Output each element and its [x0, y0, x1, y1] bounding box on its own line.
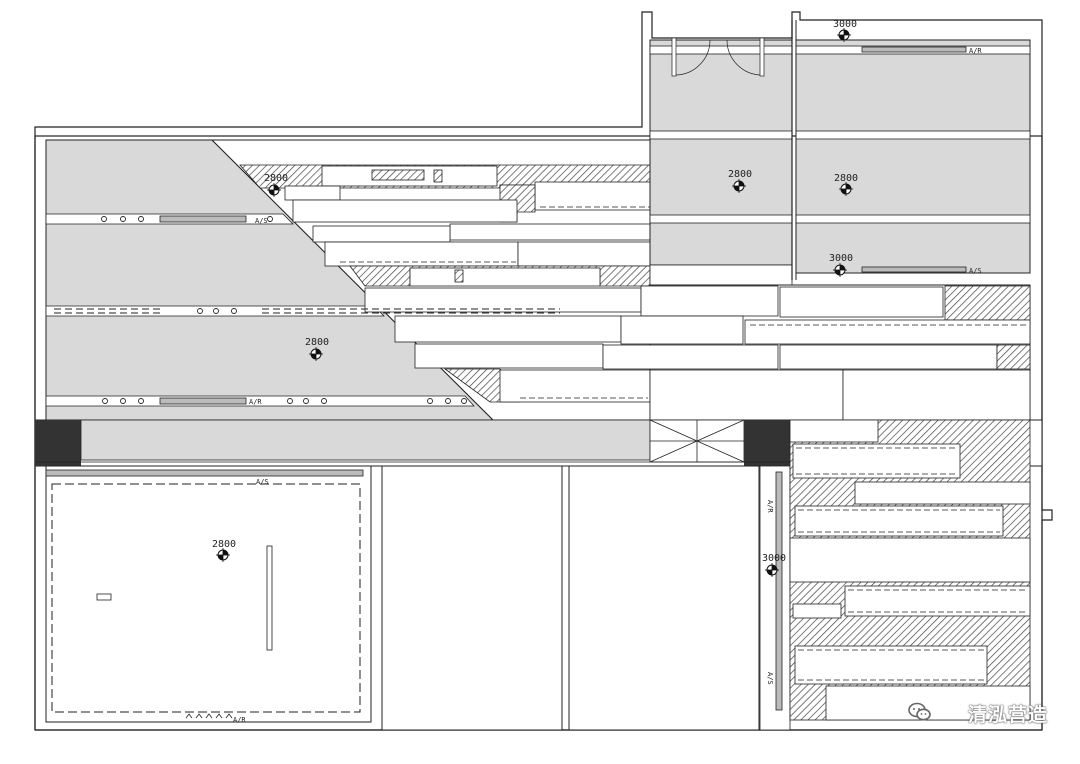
watermark-text: 清泓营造: [967, 704, 1048, 726]
lower-right-strip-zone: [759, 419, 1031, 731]
diffuser-label-ar-top-right: A/R: [969, 47, 982, 55]
diffuser-label-as-mid-right: A/S: [969, 267, 982, 275]
diffuser-label-ar-left-bottom: A/R: [249, 398, 262, 406]
linear-diffusers-left: [159, 215, 247, 405]
height-label-3000-mid: 3000: [829, 253, 853, 264]
lower-left-room: [45, 465, 372, 723]
dashed-light-lines-left: [54, 308, 560, 314]
height-label-2800-e: 2800: [212, 539, 236, 550]
diffuser-label-ar-lower-left: A/R: [233, 716, 246, 724]
height-label-3000-top: 3000: [833, 19, 857, 30]
lower-middle-rooms: [381, 465, 760, 731]
height-label-2800-b: 2800: [728, 169, 752, 180]
height-label-2800-c: 2800: [834, 173, 858, 184]
upper-right-rooms: [649, 20, 1031, 286]
height-label-3000-right: 3000: [762, 553, 786, 564]
height-label-2800-d: 2800: [305, 337, 329, 348]
diffuser-label-ar-right-vertical: A/R: [766, 500, 774, 513]
diffuser-label-as-right-vertical: A/S: [766, 672, 774, 685]
slanted-strip-zone: [210, 139, 651, 421]
wechat-icon: [908, 702, 931, 721]
annotation-labels: 3000 2800 2800 2800 3000 2800 2800 3000 …: [212, 19, 982, 724]
right-strip-zone: [602, 284, 1031, 421]
height-label-2800-a: 2800: [264, 173, 288, 184]
diffuser-label-as-left: A/S: [255, 217, 268, 225]
diffuser-label-as-lower-left: A/S: [256, 478, 269, 486]
